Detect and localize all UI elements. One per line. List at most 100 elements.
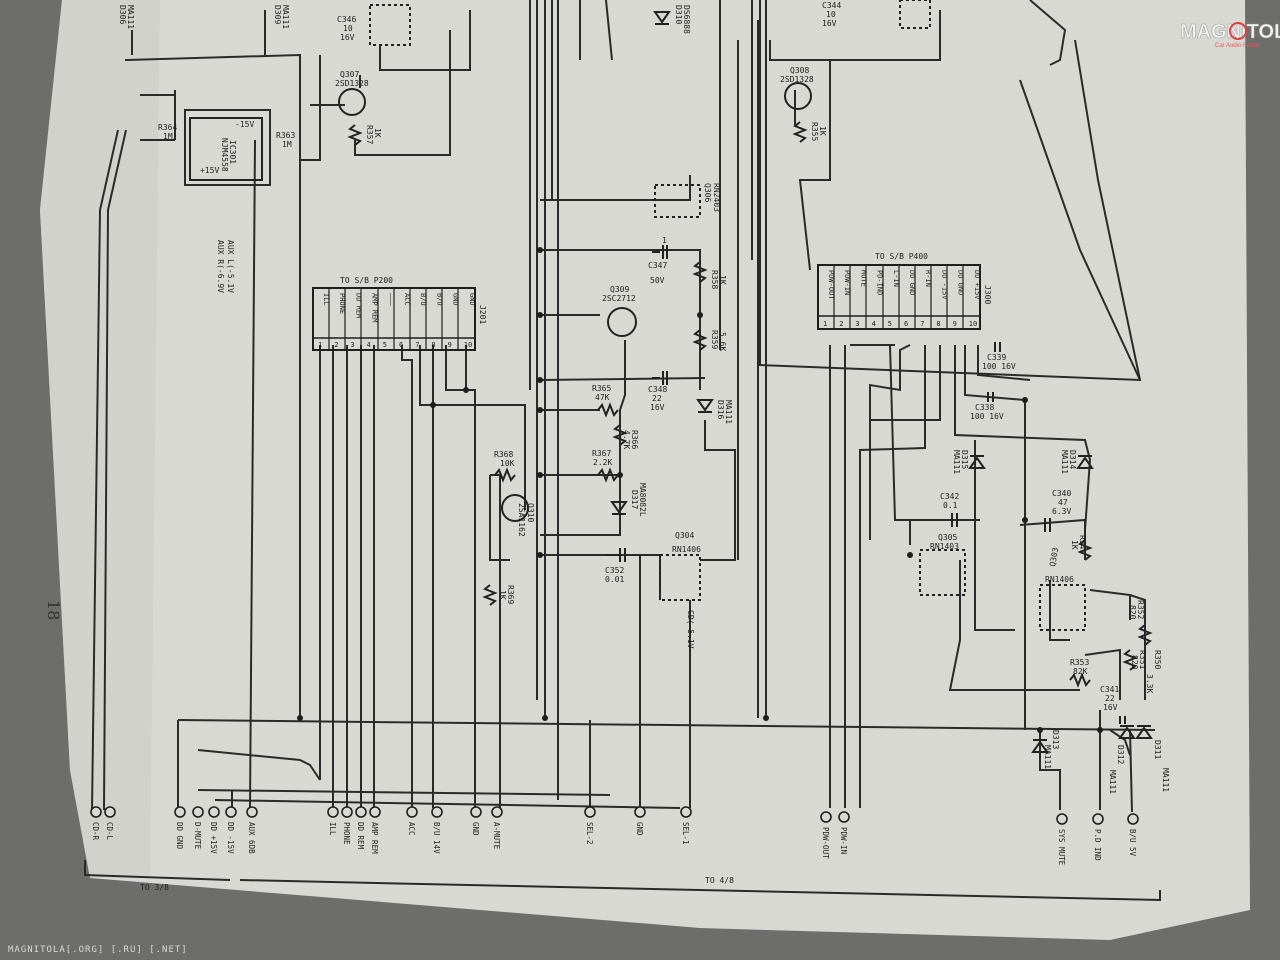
j201-pin-5-label: ——— xyxy=(387,293,395,306)
c346-label: C346 xyxy=(337,15,356,24)
terminal-pin xyxy=(225,806,237,818)
aux-r-note: AUX R(-6.9V xyxy=(216,240,225,293)
terminal-label: PDW-OUT xyxy=(821,827,830,859)
terminal-pin xyxy=(584,806,596,818)
c340-label: C340 xyxy=(1052,489,1071,498)
d317-label: D317 xyxy=(630,490,639,509)
footer-text: MAGNITOLA[.ORG] [.RU] [.NET] xyxy=(8,945,188,955)
r365-symbol xyxy=(597,402,619,418)
j201-pin-7-label: B/U xyxy=(419,293,427,306)
c339-label: C339 xyxy=(987,353,1006,362)
terminal-label: GND xyxy=(471,822,480,836)
r367-symbol xyxy=(597,467,619,483)
d316-symbol xyxy=(696,399,714,413)
terminal-pin xyxy=(1092,813,1104,825)
r352-val: 820 xyxy=(1128,605,1137,620)
r364-val: 1M xyxy=(163,132,173,141)
q303-box xyxy=(1039,584,1086,631)
j201-pin-4-label: AMP REM xyxy=(371,293,379,323)
q306-label: Q306 xyxy=(703,183,712,202)
watermark-logo: MAGNITOLA Car Audio Forum xyxy=(1180,21,1280,49)
j300-pin-5-label: L-IN xyxy=(892,270,900,287)
c352-val: 0.01 xyxy=(605,575,624,584)
relay-box-2 xyxy=(899,0,931,29)
r357-label: R357 xyxy=(365,125,374,144)
relay-box xyxy=(369,4,411,46)
r352-label: R352 xyxy=(1136,600,1145,619)
r351-symbol xyxy=(1122,649,1138,671)
q304-part: RN1406 xyxy=(672,545,701,554)
j300-pin-number: 5 xyxy=(888,320,892,328)
d313-label: D313 xyxy=(1051,730,1060,749)
d314-part: MA111 xyxy=(1060,450,1069,474)
r357-symbol xyxy=(347,124,363,146)
c348-label: C348 xyxy=(648,385,667,394)
q307-label: Q307 xyxy=(340,70,359,79)
j300-pin-7-label: R-IN xyxy=(924,270,932,287)
terminal-pin xyxy=(192,806,204,818)
c348-volt: 16V xyxy=(650,403,665,412)
c348-val: 22 xyxy=(652,394,662,403)
terminal-label: A-MUTE xyxy=(492,822,501,850)
c342-label: C342 xyxy=(940,492,959,501)
terminal-label: AUX 6DB xyxy=(247,822,256,854)
terminal-pin xyxy=(246,806,258,818)
group-label-right: TO 4/8 xyxy=(705,876,734,885)
c347-symbol xyxy=(652,245,668,259)
terminal-label: P.D IND xyxy=(1093,829,1102,861)
d314-label: D314 xyxy=(1068,450,1077,469)
d312-label: D312 xyxy=(1116,745,1125,764)
j201-pin-number: 5 xyxy=(383,341,387,349)
d310-part: DS6888 xyxy=(682,5,691,34)
d317-part: MA8082L xyxy=(638,483,647,517)
c339-symbol xyxy=(994,342,1001,352)
r353-symbol xyxy=(1069,672,1091,688)
r358-val: 1K xyxy=(718,275,727,285)
r357-val: 1K xyxy=(373,128,382,138)
r350-val: 3.3K xyxy=(1145,674,1154,693)
r363-val: 1M xyxy=(282,140,292,149)
components xyxy=(189,0,1153,753)
d314-symbol xyxy=(1076,455,1094,469)
r368-val: 10K xyxy=(500,459,515,468)
j300-ref: J300 xyxy=(983,285,992,304)
c341-label: C341 xyxy=(1100,685,1119,694)
j201-pin-number: 10 xyxy=(464,341,472,349)
terminal-label: DD GND xyxy=(175,822,184,850)
d311-symbol xyxy=(1135,725,1153,739)
terminal-pin xyxy=(327,806,339,818)
j201-pin-2-label: PHONE xyxy=(338,293,346,314)
j300-pin-9-label: DD GND xyxy=(957,270,965,295)
terminal-label: B/U 14V xyxy=(432,822,441,854)
r353-label: R353 xyxy=(1070,658,1089,667)
terminal-pin xyxy=(104,806,116,818)
ic301-label: IC301 xyxy=(228,140,237,164)
c340-volt: 6.3V xyxy=(1052,507,1071,516)
r363-label: R363 xyxy=(276,131,295,140)
r359-symbol xyxy=(692,329,708,351)
page-number: 18 xyxy=(44,600,63,620)
c352-symbol xyxy=(605,548,626,562)
j201-pin-9-label: GND xyxy=(452,293,460,306)
r351-val: 820 xyxy=(1130,655,1139,670)
c347-volt: 50V xyxy=(650,276,665,285)
d316-part: MA111 xyxy=(724,400,733,424)
terminal-pin xyxy=(431,806,443,818)
j300-to-label: TO S/B P400 xyxy=(875,252,928,261)
terminal-label: DD REM xyxy=(356,822,365,850)
r350-symbol xyxy=(1137,624,1153,646)
group-label-left: TO 3/8 xyxy=(140,883,169,892)
terminal-label: GND xyxy=(635,822,644,836)
c341-symbol xyxy=(1119,716,1126,724)
paper-shade xyxy=(40,0,160,878)
terminal-label: SYS MUTE xyxy=(1057,829,1066,866)
d315-label: D315 xyxy=(960,450,969,469)
c344-volt: 16V xyxy=(822,19,837,28)
ic301-part: NJM4558 xyxy=(220,138,229,172)
terminal-label: D-MUTE xyxy=(193,822,202,850)
j201-pin-10-label: GND xyxy=(468,293,476,306)
r349-label: R349 xyxy=(1078,535,1087,554)
